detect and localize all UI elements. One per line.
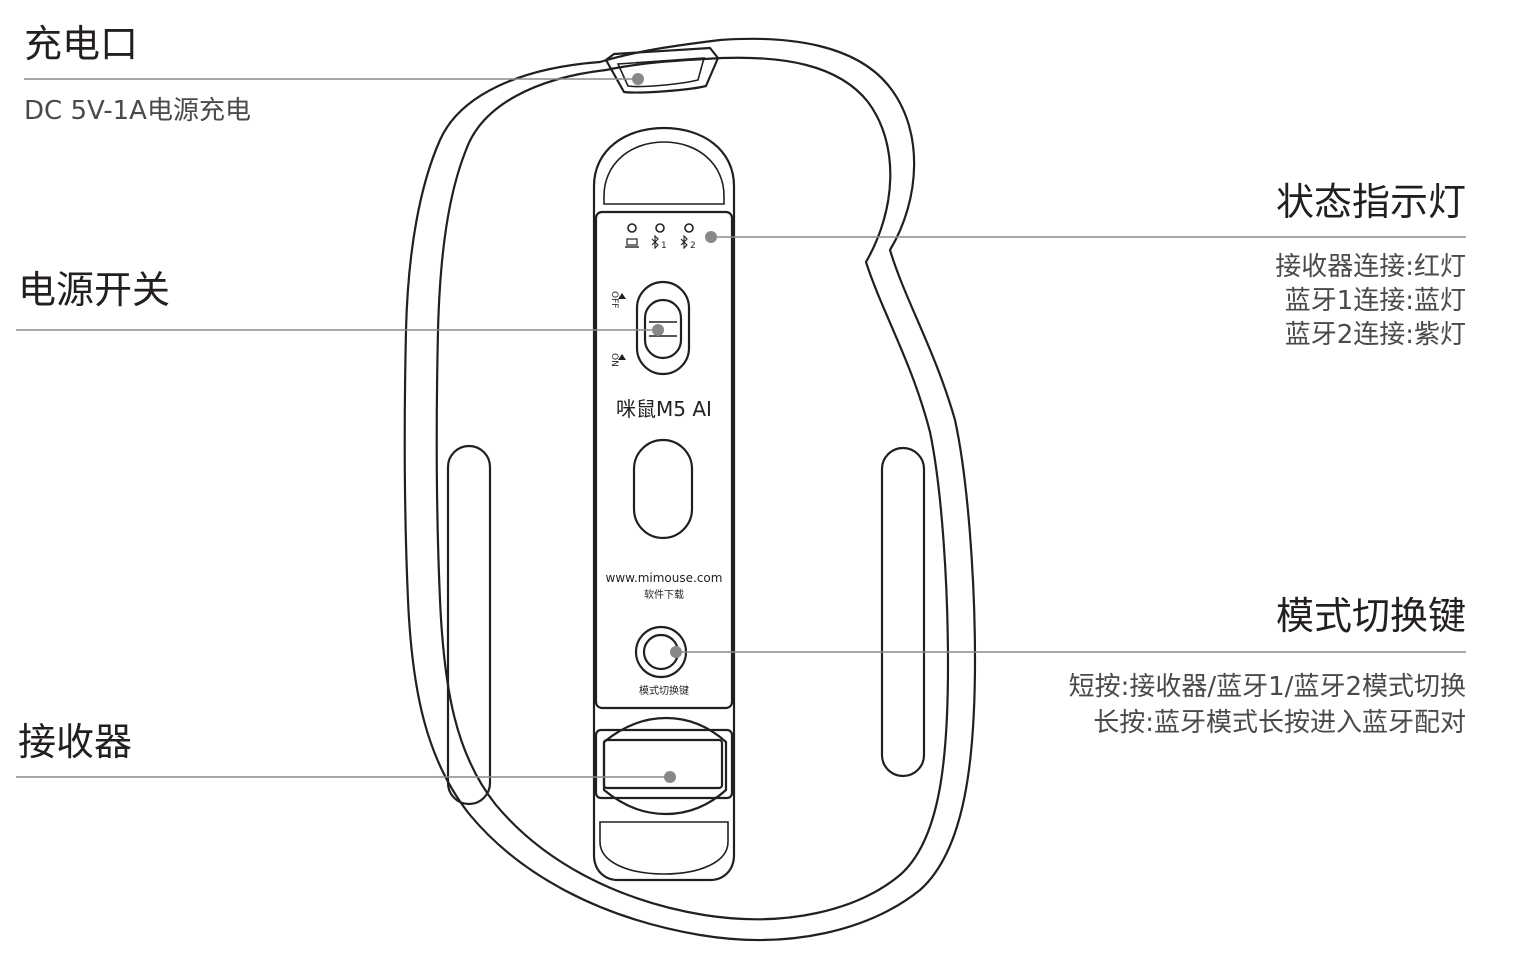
receiver-dot [664,771,676,783]
led-bluetooth-1 [655,223,665,233]
led-bluetooth-2-label: 2 [690,241,696,251]
receiver-title: 接收器 [18,720,133,764]
software-download-label: 软件下载 [644,588,684,601]
mode-button-line: 短按:接收器/蓝牙1/蓝牙2模式切换 [1068,672,1466,702]
center-rail [592,126,736,882]
model-name: 咪鼠M5 AI [616,397,712,421]
mouse-outer-shell [403,37,977,942]
power-switch-dot [652,324,664,336]
mode-button-dot [670,646,682,658]
mode-button-caption: 模式切换键 [639,684,689,697]
status-light-line: 蓝牙2连接:紫灯 [1284,320,1466,350]
switch-on-arrow [618,354,626,360]
charging-port-title: 充电口 [24,22,139,66]
charging-port-housing [604,46,720,94]
power-switch-title: 电源开关 [18,268,171,312]
status-light-line: 蓝牙1连接:蓝灯 [1284,286,1466,316]
mode-button-line: 长按:蓝牙模式长按进入蓝牙配对 [1093,708,1466,738]
website-label: www.mimouse.com [606,571,723,585]
bluetooth-icon: 1 [651,234,667,251]
status-light-line: 接收器连接:红灯 [1275,252,1466,282]
main-plate [594,210,734,710]
led-bluetooth-2 [684,223,694,233]
power-switch-knob[interactable] [643,298,683,360]
switch-on-label: ON [609,353,619,367]
top-foot-pad [603,141,725,205]
bluetooth-icon: 2 [680,234,696,251]
status-light-title: 状态指示灯 [1275,180,1466,224]
power-switch-slot [635,280,691,376]
receiver-cover [602,716,728,816]
mouse-inner-shell [435,56,950,921]
led-bluetooth-1-label: 1 [661,241,667,251]
receiver-dongle[interactable] [602,738,724,790]
receiver-bay [594,728,734,800]
switch-off-label: OFF [609,291,619,308]
bottom-foot-pad [599,821,729,875]
switch-off-arrow [618,293,626,299]
sensor-window [632,438,694,540]
left-foot-pad [446,444,492,806]
charging-port-desc: DC 5V-1A电源充电 [24,96,251,126]
charging-port-dot [632,73,644,85]
charging-port-socket [616,57,706,88]
mode-button-title: 模式切换键 [1275,594,1466,638]
led-receiver [627,223,637,233]
receiver-icon [625,238,639,248]
status-light-dot [705,231,717,243]
right-foot-pad [880,446,926,778]
